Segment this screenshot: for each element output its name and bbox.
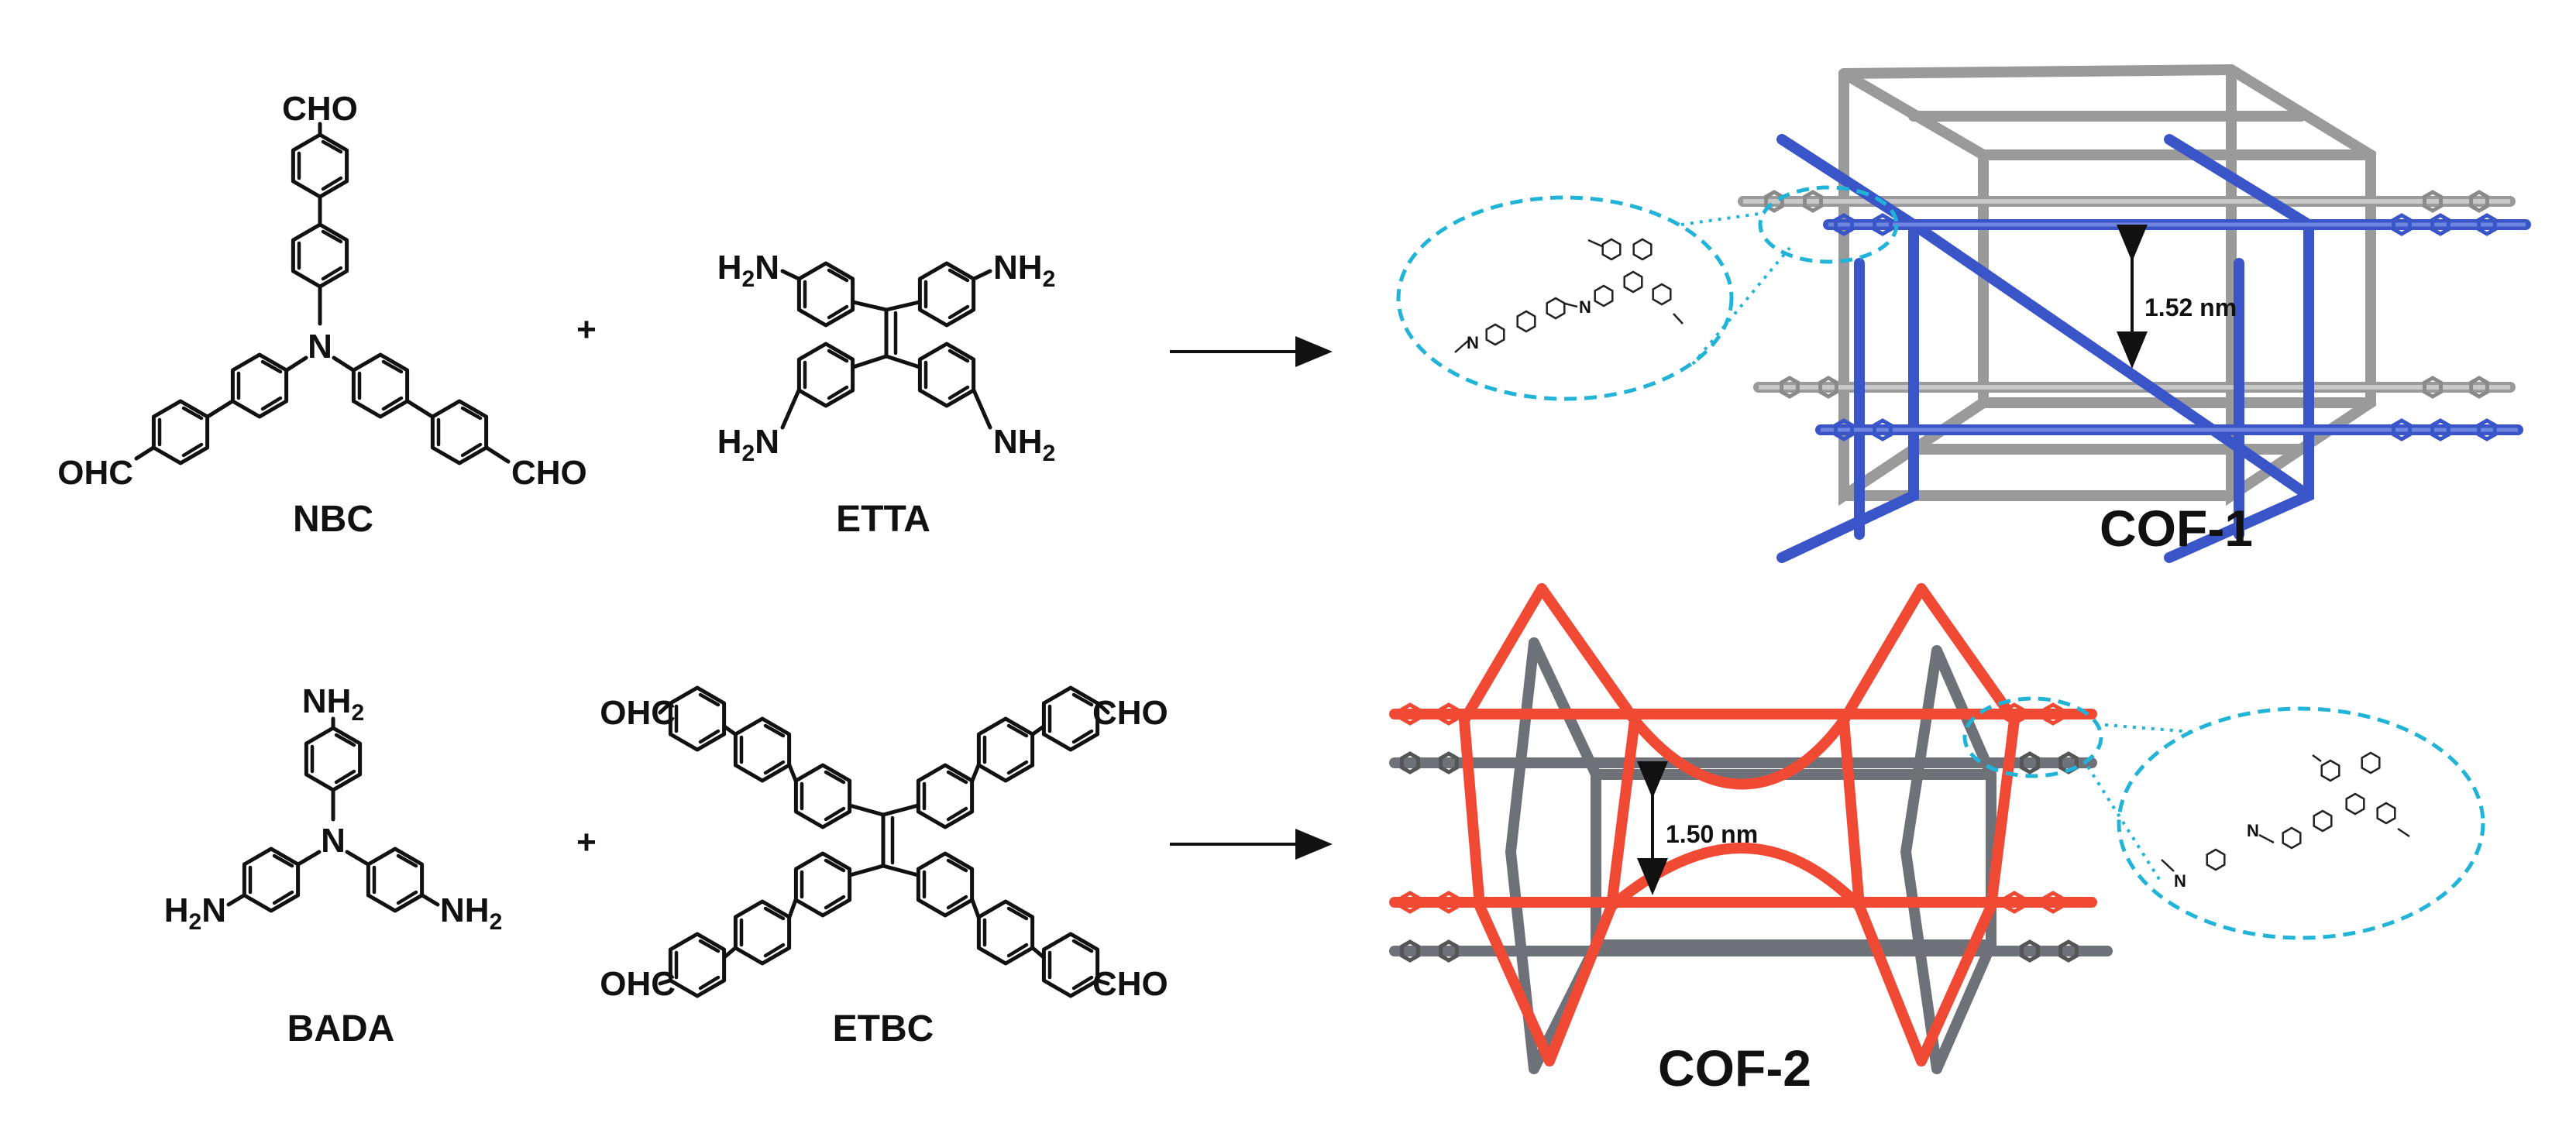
- nbc-right-cho: CHO: [511, 454, 587, 492]
- cof-1-inset-amine-n: N: [1467, 333, 1479, 352]
- plus-sign-2: +: [576, 823, 597, 861]
- nbc-molecule: CHO N OHC CHO NBC: [57, 90, 587, 540]
- cof-2-pore-size: 1.50 nm: [1666, 820, 1758, 848]
- cof-2-zoom-inset: N N: [1962, 696, 2485, 940]
- etta-amine-top-right: NH2: [993, 249, 1055, 292]
- bada-center-n: N: [321, 822, 346, 860]
- etta-amine-bottom-right: NH2: [993, 423, 1055, 466]
- cof-1-inset-imine-n: N: [1579, 297, 1591, 317]
- bada-top-amine: NH2: [302, 682, 364, 726]
- etbc-molecule: OHC CHO OHC CHO ETBC: [600, 688, 1168, 1049]
- cof-2-inset-amine-n: N: [2174, 871, 2186, 891]
- etbc-ohc-top-left: OHC: [600, 694, 676, 732]
- cof-2-label: COF-2: [1658, 1039, 1811, 1097]
- etbc-label: ETBC: [833, 1008, 934, 1049]
- cof-2-inset-imine-n: N: [2247, 821, 2259, 840]
- etbc-cho-bottom-right: CHO: [1092, 965, 1168, 1003]
- cof-1-pore-size: 1.52 nm: [2144, 294, 2237, 321]
- bada-molecule: NH2 N H2N NH2 BADA: [164, 682, 503, 1049]
- plus-sign-1: +: [576, 311, 597, 349]
- etta-amine-top-left: H2N: [717, 249, 779, 292]
- bada-label: BADA: [287, 1008, 395, 1049]
- nbc-left-ohc: OHC: [57, 454, 133, 492]
- cof-2-framework: 1.50 nm COF-2: [1389, 583, 2113, 1097]
- bada-left-amine: H2N: [164, 891, 226, 935]
- etbc-cho-top-right: CHO: [1092, 694, 1168, 732]
- cof-1-label: COF-1: [2100, 500, 2253, 557]
- etta-amine-bottom-left: H2N: [717, 423, 779, 466]
- nbc-center-n: N: [308, 328, 332, 366]
- cof-1-framework: 1.52 nm COF-1: [1738, 64, 2531, 563]
- etta-label: ETTA: [836, 499, 930, 540]
- nbc-top-cho: CHO: [282, 90, 358, 128]
- bada-right-amine: NH2: [440, 891, 502, 935]
- cof-1-zoom-inset: N N: [1396, 185, 1899, 401]
- etbc-ohc-bottom-left: OHC: [600, 965, 676, 1003]
- nbc-label: NBC: [293, 499, 373, 540]
- etta-molecule: H2N NH2 H2N NH2 ETTA: [717, 249, 1056, 540]
